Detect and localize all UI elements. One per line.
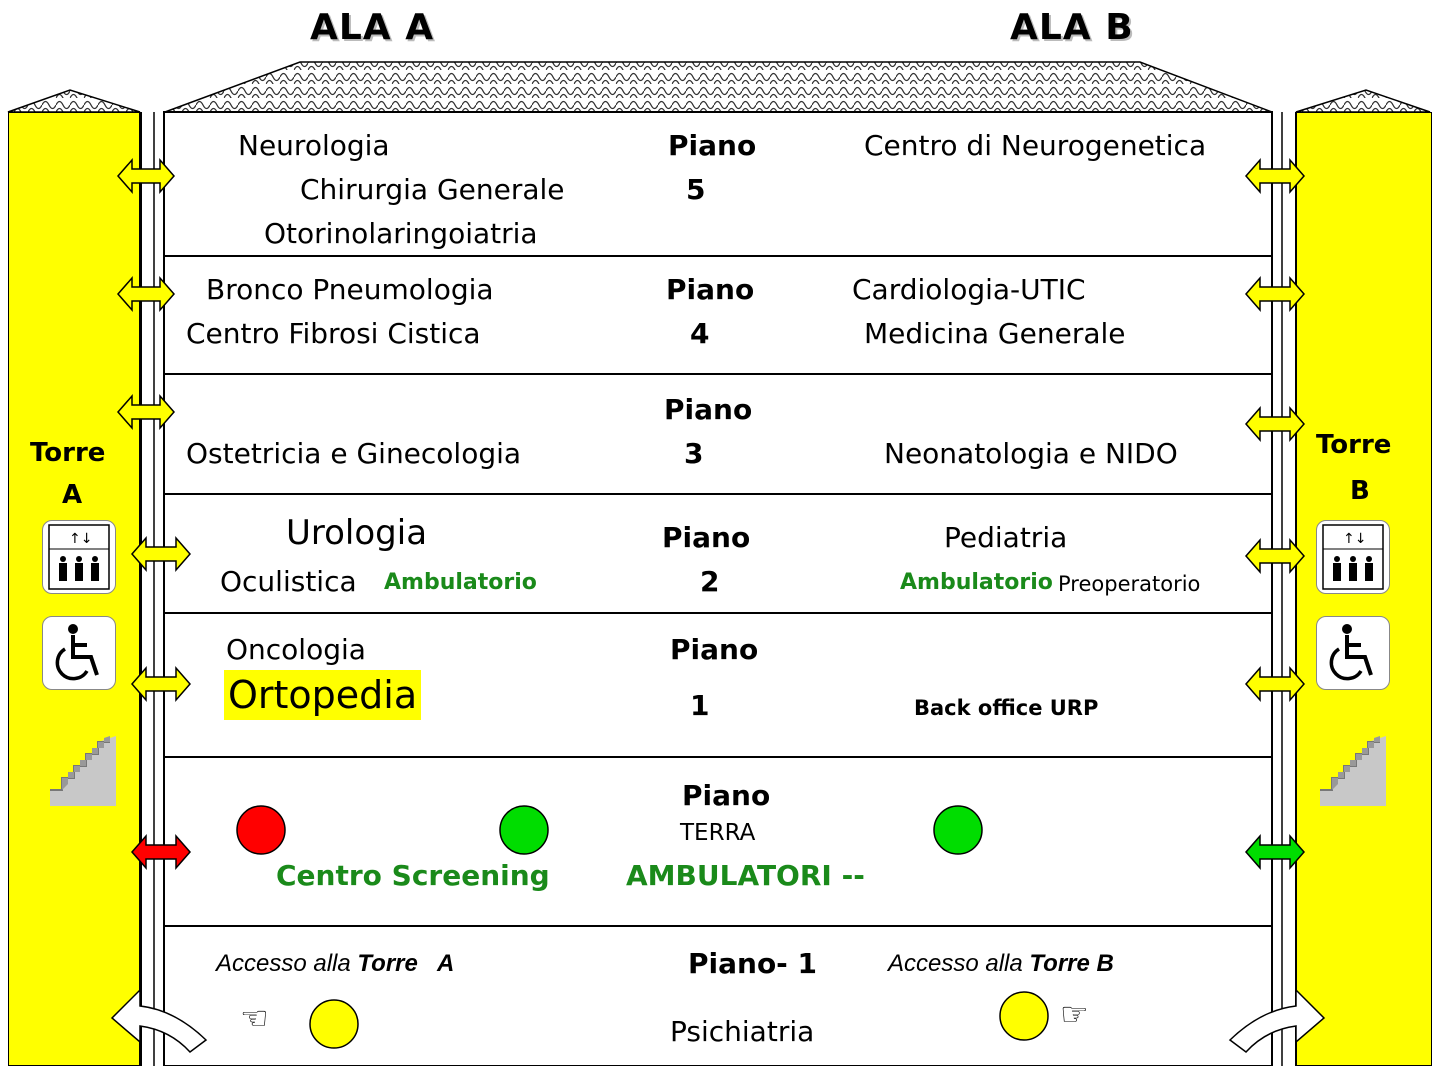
- dept-back-office-urp: Back office URP: [914, 696, 1099, 720]
- dept-centro-screening: Centro Screening: [276, 859, 550, 892]
- dept-oculistica: Oculistica: [220, 565, 357, 598]
- dept-neonatologia-nido: Neonatologia e NIDO: [884, 437, 1178, 470]
- access-torre-name: Torre A: [357, 950, 455, 977]
- curved-arrow-right-icon: [1228, 988, 1326, 1054]
- tower-a-label: Torre: [30, 438, 106, 468]
- wheelchair-icon: [1316, 616, 1390, 690]
- wing-a-title: ALA A: [310, 7, 435, 48]
- yellow-dot-a: [309, 999, 359, 1049]
- dept-ostetricia-ginecologia: Ostetricia e Ginecologia: [186, 437, 522, 470]
- elevator-icon: ↑↓: [1316, 520, 1390, 594]
- pointing-hand-right-icon: ☞: [1060, 995, 1089, 1033]
- double-arrow-icon: [117, 158, 1305, 702]
- green-dot: [499, 805, 549, 855]
- ambulatorio-oculistica: Ambulatorio: [384, 570, 537, 595]
- curved-arrow-left-icon: [110, 988, 208, 1054]
- dept-chirurgia-generale: Chirurgia Generale: [300, 173, 565, 206]
- access-torre-a: Accesso alla Torre A: [216, 952, 454, 976]
- access-torre-name: Torre B: [1029, 950, 1114, 977]
- floor-5-number: 5: [686, 173, 706, 206]
- dept-pediatria: Pediatria: [944, 521, 1068, 554]
- dept-medicina-generale: Medicina Generale: [864, 317, 1126, 350]
- tower-b-label: Torre: [1316, 430, 1392, 460]
- floor-minus-1-label: Piano- 1: [688, 947, 818, 980]
- dept-centro-fibrosi-cistica: Centro Fibrosi Cistica: [186, 317, 481, 350]
- dept-ortopedia: Ortopedia: [224, 670, 422, 720]
- dept-oncologia: Oncologia: [226, 633, 366, 666]
- dept-cardiologia-utic: Cardiologia-UTIC: [852, 273, 1086, 306]
- floor-0-number: TERRA: [680, 820, 756, 846]
- red-dot: [236, 805, 286, 855]
- floor-1-number: 1: [690, 689, 710, 722]
- floor-4-number: 4: [690, 317, 710, 350]
- floor-2-label: Piano: [662, 521, 751, 554]
- ambulatorio-pediatria: Ambulatorio: [900, 570, 1053, 595]
- wing-b-title: ALA B: [1010, 7, 1134, 48]
- green-double-arrow-icon: [1245, 834, 1305, 870]
- dept-neurologia: Neurologia: [238, 129, 390, 162]
- ambulatori-label: AMBULATORI --: [626, 859, 865, 892]
- elevator-icon: ↑↓: [42, 520, 116, 594]
- wheelchair-icon: [42, 616, 116, 690]
- pointing-hand-left-icon: ☜: [240, 999, 269, 1037]
- dept-otorinolaringoiatria: Otorinolaringoiatria: [264, 217, 538, 250]
- tower-b-letter: B: [1350, 476, 1370, 506]
- access-prefix: Accesso alla: [888, 950, 1030, 977]
- dept-psichiatria: Psichiatria: [670, 1015, 815, 1048]
- dept-preoperatorio: Preoperatorio: [1058, 572, 1201, 596]
- floor-3-label: Piano: [664, 393, 753, 426]
- dept-centro-neurogenetica: Centro di Neurogenetica: [864, 129, 1207, 162]
- svg-text:↑↓: ↑↓: [1343, 531, 1366, 547]
- dept-bronco-pneumologia: Bronco Pneumologia: [206, 273, 494, 306]
- tower-a-letter: A: [62, 480, 83, 510]
- access-torre-b: Accesso alla Torre B: [888, 952, 1114, 976]
- status-dots: [236, 805, 983, 855]
- green-dot: [933, 805, 983, 855]
- floor-2-number: 2: [700, 565, 720, 598]
- stairs-icon: [50, 736, 116, 806]
- access-prefix: Accesso alla: [216, 950, 358, 977]
- floor-4-label: Piano: [666, 273, 755, 306]
- floor-5-label: Piano: [668, 129, 757, 162]
- floor-3-number: 3: [684, 437, 704, 470]
- yellow-dot-b: [999, 991, 1049, 1041]
- dept-urologia: Urologia: [286, 513, 428, 553]
- floor-0-label: Piano: [682, 779, 771, 812]
- stairs-icon: [1320, 736, 1386, 806]
- svg-text:↑↓: ↑↓: [69, 531, 92, 547]
- red-double-arrow-icon: [131, 834, 191, 870]
- floor-1-label: Piano: [670, 633, 759, 666]
